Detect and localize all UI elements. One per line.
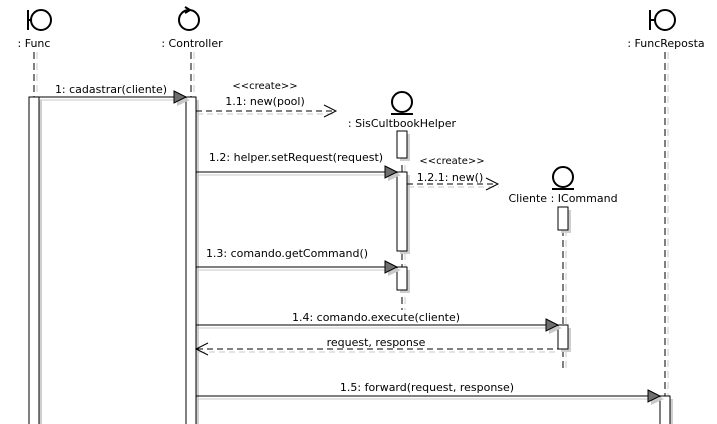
message-new[interactable]: <<create>> 1.2.1: new() <box>407 156 500 191</box>
message-setrequest[interactable]: 1.2: helper.setRequest(request) <box>196 151 401 181</box>
boundary-icon <box>27 9 52 31</box>
cliente-participant[interactable]: Cliente : ICommand <box>508 166 618 205</box>
message-execute-label: 1.4: comando.execute(cliente) <box>292 311 460 324</box>
lifelines <box>33 52 669 424</box>
funcreposta-participant[interactable]: : FuncReposta <box>627 9 705 50</box>
message-new-label: 1.2.1: new() <box>417 171 484 184</box>
entity-icon <box>552 166 574 190</box>
activation-bars <box>28 96 673 424</box>
func-label: : Func <box>18 37 51 50</box>
create-stereotype-label: <<create>> <box>232 81 297 92</box>
message-getcommand-label: 1.3: comando.getCommand() <box>206 247 368 260</box>
message-forward[interactable]: 1.5: forward(request, response) <box>196 381 664 405</box>
funcreposta-label: : FuncReposta <box>627 37 704 50</box>
cliente-label: Cliente : ICommand <box>508 192 617 205</box>
helper-label: : SisCultbookHelper <box>348 117 457 130</box>
message-getcommand[interactable]: 1.3: comando.getCommand() <box>196 247 401 276</box>
boundary-icon <box>649 9 676 31</box>
entity-icon <box>391 91 413 115</box>
message-forward-label: 1.5: forward(request, response) <box>340 381 514 394</box>
message-cadastrar-label: 1: cadastrar(cliente) <box>55 83 167 96</box>
message-return[interactable]: request, response <box>194 336 559 356</box>
controller-label: : Controller <box>161 37 223 50</box>
controller-participant[interactable]: : Controller <box>161 6 223 50</box>
helper-participant[interactable]: : SisCultbookHelper <box>348 91 457 130</box>
message-setrequest-label: 1.2: helper.setRequest(request) <box>209 151 383 164</box>
create-stereotype-label: <<create>> <box>419 156 484 167</box>
message-new-pool-label: 1.1: new(pool) <box>225 95 305 108</box>
message-new-pool[interactable]: <<create>> 1.1: new(pool) <box>196 81 338 118</box>
message-cadastrar[interactable]: 1: cadastrar(cliente) <box>39 83 190 106</box>
control-icon <box>178 6 200 31</box>
message-return-label: request, response <box>327 336 426 349</box>
func-participant[interactable]: : Func <box>18 9 52 50</box>
message-execute[interactable]: 1.4: comando.execute(cliente) <box>196 311 562 334</box>
